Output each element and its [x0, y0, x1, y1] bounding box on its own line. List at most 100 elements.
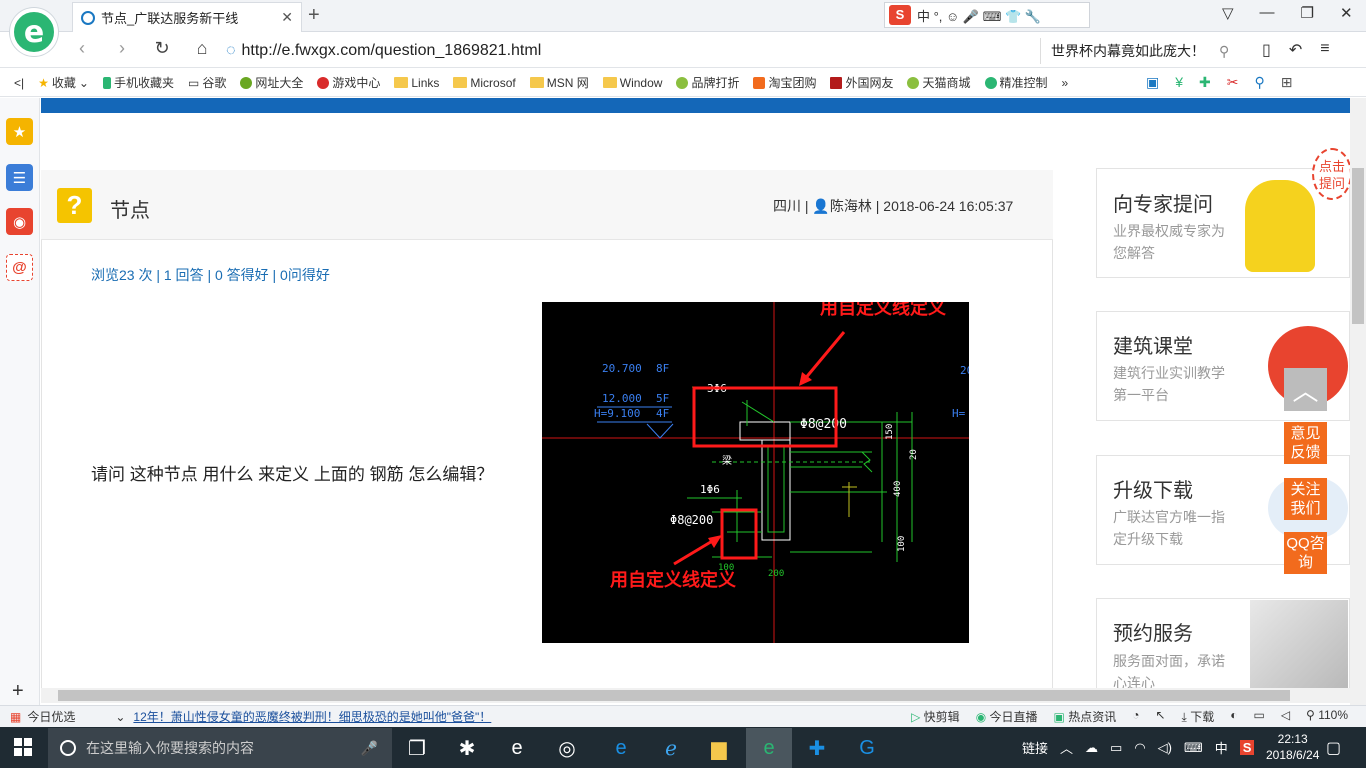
bookmark-item[interactable]: 品牌打折 — [676, 74, 739, 91]
back-button[interactable]: ‹ — [79, 38, 85, 58]
ie-icon[interactable]: ℯ — [665, 737, 677, 760]
browser-logo-icon[interactable]: e — [10, 8, 58, 56]
bookmark-item[interactable]: 游戏中心 — [317, 74, 380, 91]
window-icon[interactable]: ▭ — [1253, 708, 1265, 722]
ime-indicator[interactable]: 中 — [1214, 741, 1228, 756]
yen-icon[interactable]: ¥ — [1175, 74, 1184, 90]
news-ticker[interactable]: 12年！萧山性侵女童的恶魔终被判刑！细思极恐的是她叫他"爸爸"！ — [133, 710, 492, 724]
bookmark-item[interactable]: 外国网友 — [830, 74, 893, 91]
search-icon[interactable]: ⚲ — [1219, 42, 1230, 59]
bookmark-item[interactable]: 手机收藏夹 — [102, 74, 174, 91]
keyboard-icon[interactable]: ⌨ — [1184, 739, 1203, 755]
browser-e-icon[interactable]: e — [511, 736, 523, 759]
menu-icon[interactable]: ≡ — [1320, 40, 1330, 57]
speed-icon[interactable]: ◔ — [1132, 708, 1140, 722]
taskbar-search[interactable]: 在这里输入你要搜索的内容 🎤 — [48, 728, 392, 768]
microphone-icon[interactable]: 🎤 — [360, 739, 378, 756]
vertical-scroll-thumb[interactable] — [1352, 168, 1364, 324]
active-browser-icon[interactable]: e — [746, 728, 792, 768]
close-window-button[interactable]: ✕ — [1340, 5, 1353, 22]
clean-icon[interactable]: ◐ — [1230, 708, 1238, 722]
tab-close-icon[interactable]: ✕ — [281, 9, 293, 25]
tray-cloud-icon[interactable]: ☁ — [1085, 739, 1099, 755]
cad-text: 8F — [656, 362, 669, 375]
sogou-input-bar[interactable]: S 中 °, ☺ 🎤 ⌨ 👕 🔧 — [884, 2, 1090, 28]
undo-icon[interactable]: ↶ — [1288, 42, 1303, 59]
mobile-icon[interactable]: ▯ — [1262, 42, 1271, 59]
cad-text: H= — [952, 407, 966, 420]
url-field[interactable]: ◌ http://e.fwxgx.com/question_1869821.ht… — [226, 38, 1251, 64]
tray-links[interactable]: 链接 — [1022, 741, 1049, 756]
horizontal-scroll-thumb[interactable] — [58, 690, 1290, 701]
list-icon[interactable]: ☰ — [6, 164, 33, 191]
home-button[interactable]: ⌂ — [196, 38, 208, 58]
magnifier-icon[interactable]: ⚲ — [1254, 74, 1265, 90]
email-icon[interactable]: @ — [6, 254, 33, 281]
weibo-icon[interactable]: ◉ — [6, 208, 33, 235]
extension-icon[interactable]: ▣ — [1146, 74, 1160, 90]
follow-button[interactable]: 关注我们 — [1284, 478, 1327, 520]
add-sidebar-button[interactable]: + — [12, 680, 24, 702]
game-icon — [317, 76, 330, 89]
folder-icon — [453, 77, 468, 88]
quick-cut-item[interactable]: ▷ 快剪辑 — [911, 710, 960, 724]
plus-ext-icon[interactable]: ✚ — [1199, 74, 1211, 90]
notification-icon[interactable]: ▢ — [1326, 740, 1342, 757]
browser-tab[interactable]: 节点_广联达服务新干线 ✕ — [72, 2, 302, 32]
hot-news-item[interactable]: ▣ 热点资讯 — [1053, 710, 1117, 724]
app-plus-icon[interactable]: ✚ — [808, 737, 826, 760]
question-meta: 四川 | 👤陈海林 | 2018-06-24 16:05:37 — [773, 198, 1014, 214]
sound-icon[interactable]: ◁ — [1280, 708, 1291, 722]
reload-button[interactable]: ↻ — [154, 38, 170, 58]
sogou-tools[interactable]: 中 °, ☺ 🎤 ⌨ 👕 🔧 — [917, 8, 1042, 24]
bookmark-item[interactable]: ▭谷歌 — [187, 75, 227, 91]
restore-button[interactable]: ❐ — [1300, 5, 1314, 22]
hot-search-box[interactable]: 世界杯内幕竟如此庞大！ ⚲ — [1040, 38, 1240, 64]
back-to-top-button[interactable]: ︿ — [1284, 368, 1327, 411]
bookmark-item[interactable]: Microsof — [453, 76, 516, 90]
feedback-button[interactable]: 意见反馈 — [1284, 422, 1327, 464]
ask-bubble[interactable]: 点击提问 — [1312, 148, 1352, 200]
bookmark-item[interactable]: 淘宝团购 — [753, 74, 816, 91]
tray-up-icon[interactable]: ︿ — [1060, 741, 1074, 756]
sidebar-card-subtitle: 业界最权威专家为您解答 — [1113, 223, 1225, 261]
chevron-down-icon[interactable]: ⌄ — [115, 709, 126, 724]
download-icon: ⤓ — [1181, 710, 1187, 724]
app-swirl-icon[interactable]: ◎ — [558, 737, 576, 760]
app-g-icon[interactable]: G — [859, 736, 875, 759]
favorites-star-icon[interactable]: ★ — [6, 118, 33, 145]
bookmark-item[interactable]: Window — [602, 76, 662, 90]
grid-icon[interactable]: ⊞ — [1280, 74, 1293, 90]
wifi-icon[interactable]: ◠ — [1134, 739, 1146, 755]
zoom-item[interactable]: ⚲ 110% — [1306, 708, 1348, 722]
cursor-icon[interactable]: ↖ — [1155, 708, 1166, 722]
leaf-icon — [907, 76, 920, 89]
bookmark-item[interactable]: Links — [394, 76, 439, 90]
bookmark-item[interactable]: MSN 网 — [529, 74, 589, 91]
today-picks[interactable]: 今日优选 — [27, 710, 76, 724]
download-item[interactable]: ⤓ 下载 — [1181, 710, 1215, 724]
skin-icon[interactable]: ▽ — [1222, 5, 1234, 22]
qq-consult-button[interactable]: QQ咨询 — [1284, 532, 1327, 574]
app-pinwheel-icon[interactable]: ✱ — [458, 737, 476, 760]
taskbar-clock[interactable]: 22:13 2018/6/24 — [1266, 731, 1319, 763]
sogou-tray-icon[interactable]: S — [1239, 740, 1255, 755]
forward-button[interactable]: › — [119, 38, 125, 58]
task-view-icon[interactable]: ❐ — [408, 737, 426, 760]
more-bookmarks-icon[interactable]: » — [1061, 75, 1069, 90]
sidebar-toggle-icon[interactable]: <| — [14, 75, 25, 90]
new-tab-button[interactable]: + — [308, 4, 320, 26]
battery-icon[interactable]: ▭ — [1110, 739, 1123, 755]
bookmark-item[interactable]: 天猫商城 — [907, 74, 971, 91]
minimize-button[interactable]: — — [1259, 4, 1275, 21]
bookmark-item[interactable]: ★收藏⌄ — [38, 75, 89, 91]
edge-icon[interactable]: e — [615, 736, 627, 759]
bookmark-item[interactable]: 精准控制 — [984, 74, 1048, 91]
file-explorer-icon[interactable]: ▆ — [711, 737, 727, 760]
start-button[interactable] — [14, 738, 32, 756]
live-item[interactable]: ◉ 今日直播 — [975, 710, 1038, 724]
bookmark-item[interactable]: 网址大全 — [240, 74, 303, 91]
volume-icon[interactable]: ◁) — [1157, 739, 1172, 755]
scissors-icon[interactable]: ✂ — [1226, 74, 1239, 90]
question-author[interactable]: 陈海林 — [829, 198, 872, 214]
